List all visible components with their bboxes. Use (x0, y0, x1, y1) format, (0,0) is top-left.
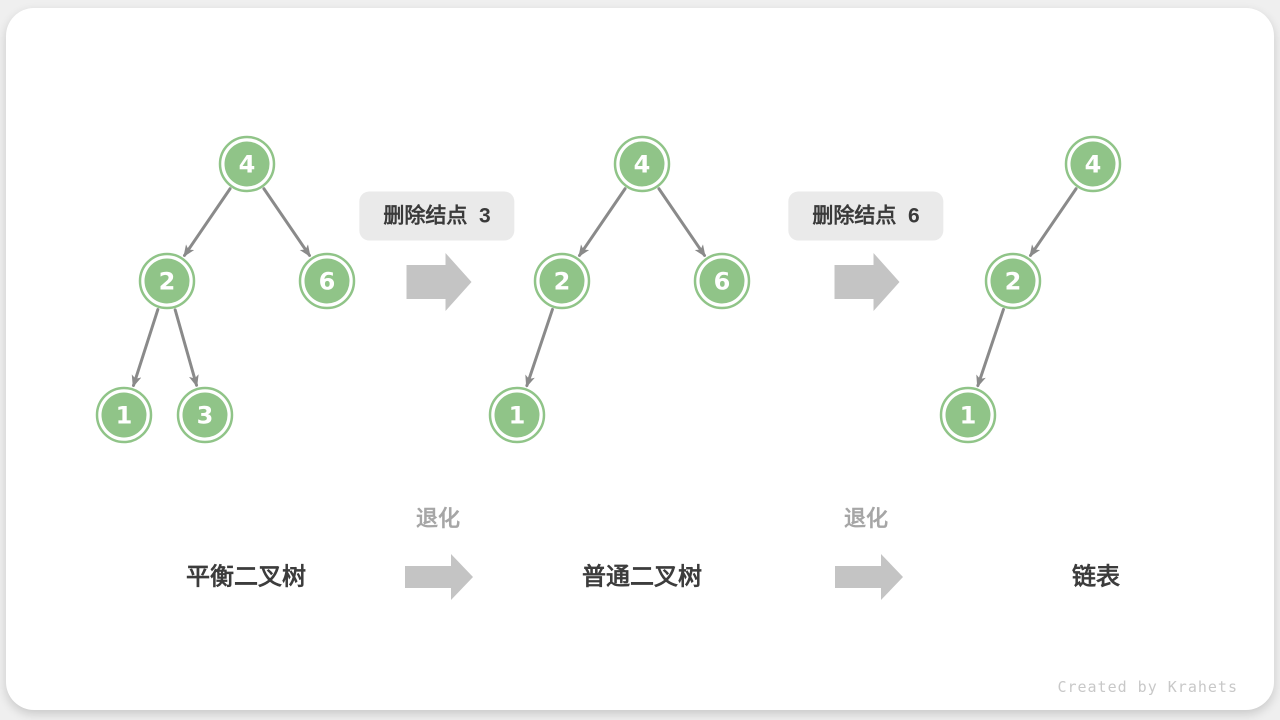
node-disc (224, 141, 270, 187)
tree-edge-2-1 (976, 307, 1005, 388)
tree-node: 2 (984, 252, 1042, 310)
tree-node: 3 (176, 386, 234, 444)
tree-edge-4-2 (182, 187, 232, 258)
tree-edge-4-6 (657, 187, 707, 258)
node-disc (699, 258, 745, 304)
tree-edge-4-2 (577, 187, 627, 258)
degrade-caption-right: 退化 (843, 506, 889, 531)
tree-node: 6 (298, 252, 356, 310)
diagram-card (6, 8, 1274, 710)
node-value: 4 (634, 150, 651, 178)
node-value: 4 (239, 150, 256, 178)
node-disc (1070, 141, 1116, 187)
tree-node: 1 (488, 386, 546, 444)
tree-edge-2-1 (131, 308, 160, 388)
transition-arrow-2 (834, 253, 900, 311)
tree-node: 4 (218, 135, 276, 193)
node-value: 3 (197, 401, 214, 429)
tree-balanced-binary-tree: 4 2 6 1 3 (95, 135, 356, 444)
node-value: 4 (1085, 150, 1102, 178)
node-disc (101, 392, 147, 438)
delete-node-6-label: 删除结点 6 (788, 191, 944, 241)
node-value: 1 (116, 401, 133, 429)
tree-node: 4 (1064, 135, 1122, 193)
delete-node-3-label: 删除结点 3 (359, 191, 515, 241)
node-value: 6 (714, 267, 731, 295)
tree-ordinary-binary-tree: 4 2 6 1 (488, 135, 751, 444)
ordinary-binary-tree-label: 普通二叉树 (582, 563, 702, 591)
tree-node: 1 (939, 386, 997, 444)
tree-node: 1 (95, 386, 153, 444)
degrade-arrow-1 (405, 554, 473, 600)
node-disc (144, 258, 190, 304)
node-disc (304, 258, 350, 304)
node-disc (619, 141, 665, 187)
tree-node: 4 (613, 135, 671, 193)
transition-arrow-1 (406, 253, 472, 311)
node-disc (494, 392, 540, 438)
tree-edge-4-2 (1028, 187, 1078, 258)
node-value: 1 (509, 401, 526, 429)
node-disc (990, 258, 1036, 304)
tree-node: 2 (533, 252, 591, 310)
balanced-binary-tree-label: 平衡二叉树 (186, 563, 306, 591)
tree-edge-2-3 (173, 308, 199, 388)
node-disc (945, 392, 991, 438)
tree-linked-list: 4 2 1 (939, 135, 1122, 444)
node-value: 2 (159, 267, 176, 295)
degrade-arrow-2 (835, 554, 903, 600)
node-value: 2 (1005, 267, 1022, 295)
credit-text: Created by Krahets (1057, 678, 1238, 696)
node-value: 6 (319, 267, 336, 295)
linked-list-label: 链表 (1072, 563, 1120, 591)
node-value: 1 (960, 401, 977, 429)
tree-node: 2 (138, 252, 196, 310)
node-value: 2 (554, 267, 571, 295)
node-disc (539, 258, 585, 304)
degrade-caption-left: 退化 (415, 506, 461, 531)
tree-edge-4-6 (262, 187, 312, 258)
tree-edge-2-1 (525, 307, 554, 388)
node-disc (182, 392, 228, 438)
tree-node: 6 (693, 252, 751, 310)
